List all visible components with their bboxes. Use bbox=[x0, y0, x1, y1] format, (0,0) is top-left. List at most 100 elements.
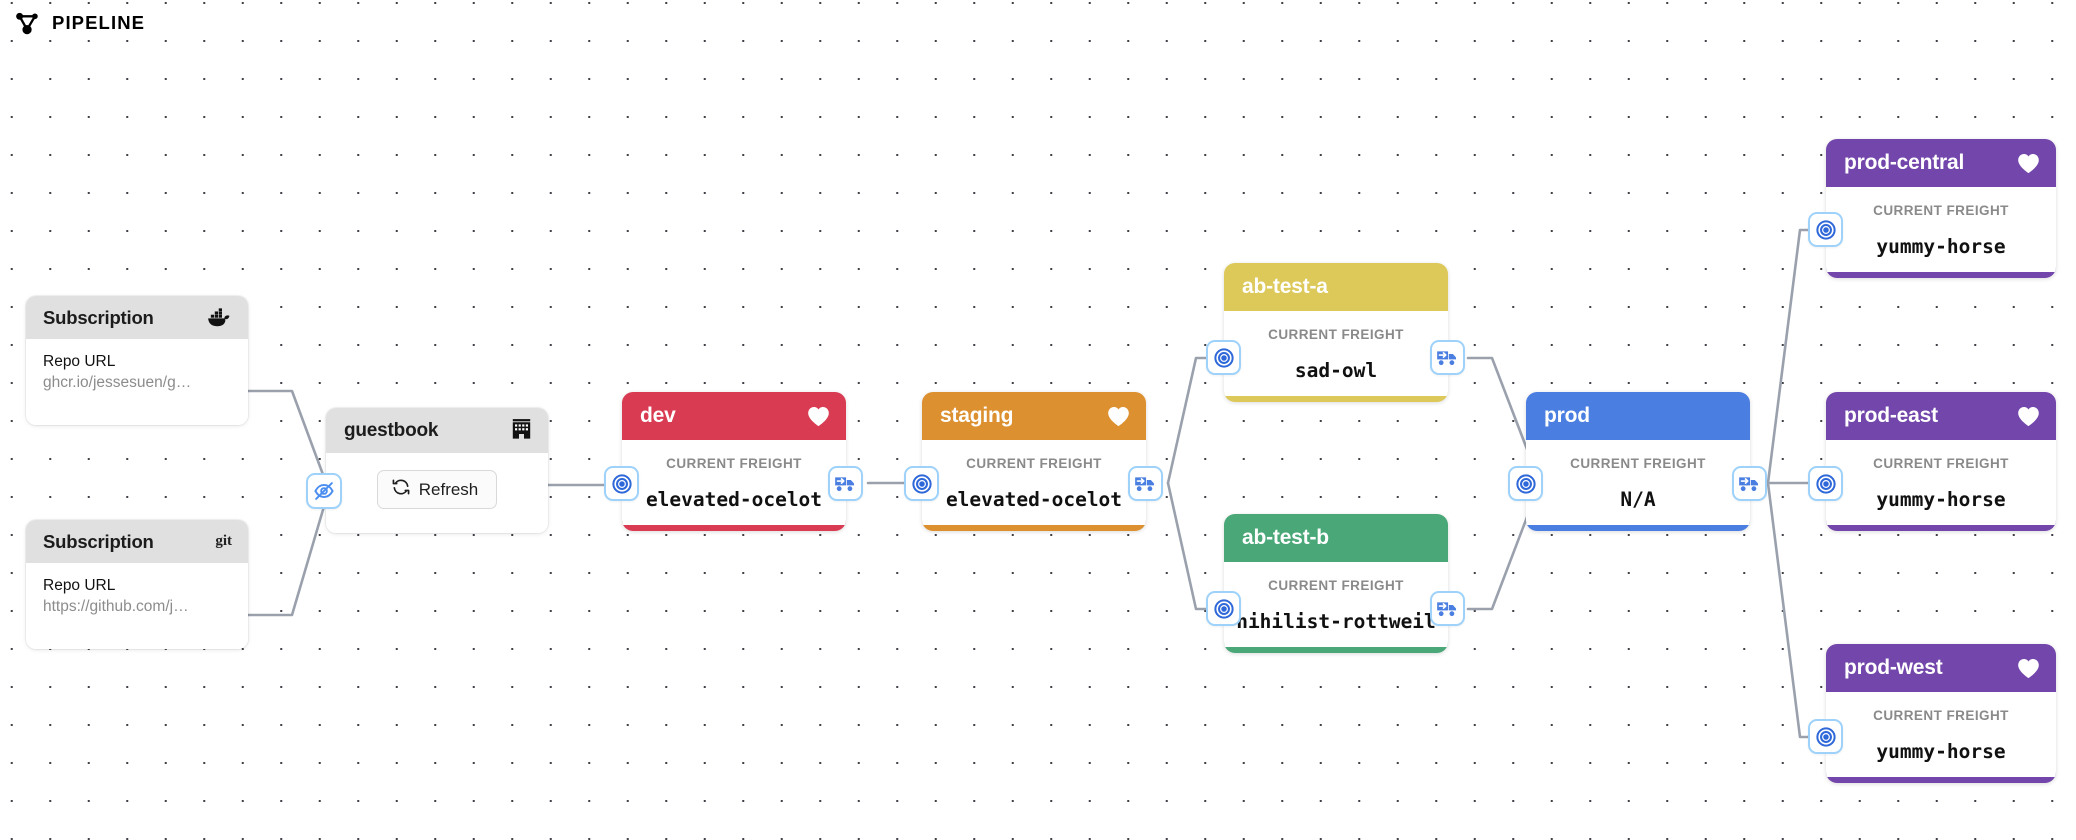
warehouse-building-icon bbox=[512, 418, 531, 444]
edge-subscription-docker-to-warehouse bbox=[246, 389, 327, 482]
edge-staging-to-ab-test-b bbox=[1166, 481, 1215, 611]
app-header: PIPELINE bbox=[14, 10, 145, 37]
stage-target-icon-staging[interactable] bbox=[904, 466, 939, 501]
repo-url-value: ghcr.io/jessesuen/g… bbox=[43, 374, 192, 392]
favorite-heart-icon[interactable] bbox=[2017, 658, 2040, 679]
stage-header: ab-test-a bbox=[1224, 263, 1448, 311]
stage-body: CURRENT FREIGHT yummy-horse bbox=[1826, 187, 2056, 272]
current-freight-value: yummy-horse bbox=[1876, 739, 2006, 763]
current-freight-value: N/A bbox=[1620, 487, 1656, 511]
favorite-heart-icon[interactable] bbox=[2017, 406, 2040, 427]
refresh-button[interactable]: Refresh bbox=[376, 470, 498, 509]
stage-promote-icon-staging[interactable] bbox=[1128, 466, 1163, 501]
current-freight-value: nihilist-rottweil bbox=[1236, 609, 1436, 633]
stage-name: staging bbox=[940, 404, 1014, 427]
stage-card-prod-west[interactable]: prod-west CURRENT FREIGHT yummy-horse bbox=[1826, 644, 2056, 783]
stage-name: ab-test-a bbox=[1242, 275, 1328, 298]
refresh-button-label: Refresh bbox=[418, 479, 479, 499]
stage-body: CURRENT FREIGHT yummy-horse bbox=[1826, 440, 2056, 525]
subscription-body: Repo URL ghcr.io/jessesuen/g… bbox=[26, 339, 248, 425]
stage-body: CURRENT FREIGHT elevated-ocelot bbox=[922, 440, 1146, 525]
stage-header: prod bbox=[1526, 392, 1750, 440]
app-title: PIPELINE bbox=[52, 12, 146, 34]
current-freight-label: CURRENT FREIGHT bbox=[1873, 708, 2009, 723]
stage-target-icon-prod-east[interactable] bbox=[1808, 466, 1843, 501]
current-freight-value: yummy-horse bbox=[1876, 234, 2006, 258]
pipeline-graph-icon bbox=[14, 10, 41, 37]
edge-ab-test-b-to-prod bbox=[1466, 481, 1542, 611]
stage-card-ab-test-b[interactable]: ab-test-b CURRENT FREIGHT nihilist-rottw… bbox=[1224, 514, 1448, 653]
stage-target-icon-ab-test-b[interactable] bbox=[1206, 591, 1241, 626]
stage-name: prod-west bbox=[1844, 656, 1943, 679]
subscription-header: Subscription bbox=[26, 296, 248, 339]
stage-header: ab-test-b bbox=[1224, 514, 1448, 562]
subscription-body: Repo URL https://github.com/j… bbox=[26, 563, 248, 649]
edge-prod-to-prod-central bbox=[1766, 228, 1832, 485]
git-icon: git bbox=[215, 533, 232, 549]
stage-body: CURRENT FREIGHT nihilist-rottweil bbox=[1224, 562, 1448, 647]
subscription-card-docker[interactable]: Subscription Repo URL ghcr bbox=[26, 296, 248, 425]
stage-promote-icon-dev[interactable] bbox=[828, 466, 863, 501]
subscription-card-git[interactable]: Subscription git Repo URL https://github… bbox=[26, 520, 248, 649]
stage-body: CURRENT FREIGHT elevated-ocelot bbox=[622, 440, 846, 525]
stage-promote-icon-ab-test-a[interactable] bbox=[1430, 340, 1465, 375]
stage-body: CURRENT FREIGHT N/A bbox=[1526, 440, 1750, 525]
refresh-icon bbox=[392, 478, 410, 501]
stage-header: prod-central bbox=[1826, 139, 2056, 187]
eye-off-icon[interactable] bbox=[306, 473, 342, 509]
stage-body: CURRENT FREIGHT sad-owl bbox=[1224, 311, 1448, 396]
edge-ab-test-a-to-prod bbox=[1466, 356, 1542, 485]
stage-card-staging[interactable]: staging CURRENT FREIGHT elevated-ocelot bbox=[922, 392, 1146, 531]
stage-card-prod-central[interactable]: prod-central CURRENT FREIGHT yummy-horse bbox=[1826, 139, 2056, 278]
stage-name: prod-central bbox=[1844, 151, 1965, 174]
stage-target-icon-ab-test-a[interactable] bbox=[1206, 340, 1241, 375]
current-freight-value: elevated-ocelot bbox=[645, 487, 823, 511]
repo-url-value: https://github.com/j… bbox=[43, 598, 189, 616]
current-freight-value: elevated-ocelot bbox=[945, 487, 1123, 511]
current-freight-value: sad-owl bbox=[1294, 358, 1378, 382]
repo-url-label: Repo URL bbox=[43, 353, 116, 370]
stage-target-icon-dev[interactable] bbox=[604, 466, 639, 501]
stage-card-prod[interactable]: prod CURRENT FREIGHT N/A bbox=[1526, 392, 1750, 531]
warehouse-body: Refresh bbox=[326, 453, 548, 533]
stage-target-icon-prod[interactable] bbox=[1508, 466, 1543, 501]
stage-body: CURRENT FREIGHT yummy-horse bbox=[1826, 692, 2056, 777]
stage-name: ab-test-b bbox=[1242, 526, 1329, 549]
stage-target-icon-prod-central[interactable] bbox=[1808, 212, 1843, 247]
subscription-header: Subscription git bbox=[26, 520, 248, 563]
edge-staging-to-ab-test-a bbox=[1166, 356, 1215, 485]
warehouse-title: guestbook bbox=[344, 419, 439, 441]
current-freight-label: CURRENT FREIGHT bbox=[966, 456, 1102, 471]
stage-name: prod-east bbox=[1844, 404, 1938, 427]
current-freight-label: CURRENT FREIGHT bbox=[1873, 456, 2009, 471]
stage-name: dev bbox=[640, 404, 676, 427]
edge-subscription-git-to-warehouse bbox=[246, 501, 327, 617]
current-freight-label: CURRENT FREIGHT bbox=[1570, 456, 1706, 471]
favorite-heart-icon[interactable] bbox=[2017, 153, 2040, 174]
stage-card-dev[interactable]: dev CURRENT FREIGHT elevated-ocelot bbox=[622, 392, 846, 531]
stage-promote-icon-ab-test-b[interactable] bbox=[1430, 591, 1465, 626]
stage-promote-icon-prod[interactable] bbox=[1732, 466, 1767, 501]
edge-prod-to-prod-west bbox=[1766, 481, 1832, 739]
subscription-title: Subscription bbox=[43, 530, 154, 552]
stage-target-icon-prod-west[interactable] bbox=[1808, 719, 1843, 754]
current-freight-value: yummy-horse bbox=[1876, 487, 2006, 511]
favorite-heart-icon[interactable] bbox=[1107, 406, 1130, 427]
favorite-heart-icon[interactable] bbox=[807, 406, 830, 427]
docker-whale-icon bbox=[207, 308, 232, 327]
warehouse-card-guestbook[interactable]: guestbook bbox=[326, 408, 548, 533]
warehouse-header: guestbook bbox=[326, 408, 548, 453]
stage-card-prod-east[interactable]: prod-east CURRENT FREIGHT yummy-horse bbox=[1826, 392, 2056, 531]
current-freight-label: CURRENT FREIGHT bbox=[666, 456, 802, 471]
stage-header: prod-west bbox=[1826, 644, 2056, 692]
current-freight-label: CURRENT FREIGHT bbox=[1873, 203, 2009, 218]
stage-card-ab-test-a[interactable]: ab-test-a CURRENT FREIGHT sad-owl bbox=[1224, 263, 1448, 402]
repo-url-label: Repo URL bbox=[43, 577, 116, 594]
current-freight-label: CURRENT FREIGHT bbox=[1268, 327, 1404, 342]
subscription-title: Subscription bbox=[43, 306, 154, 328]
current-freight-label: CURRENT FREIGHT bbox=[1268, 578, 1404, 593]
stage-header: prod-east bbox=[1826, 392, 2056, 440]
stage-header: staging bbox=[922, 392, 1146, 440]
stage-name: prod bbox=[1544, 404, 1590, 427]
